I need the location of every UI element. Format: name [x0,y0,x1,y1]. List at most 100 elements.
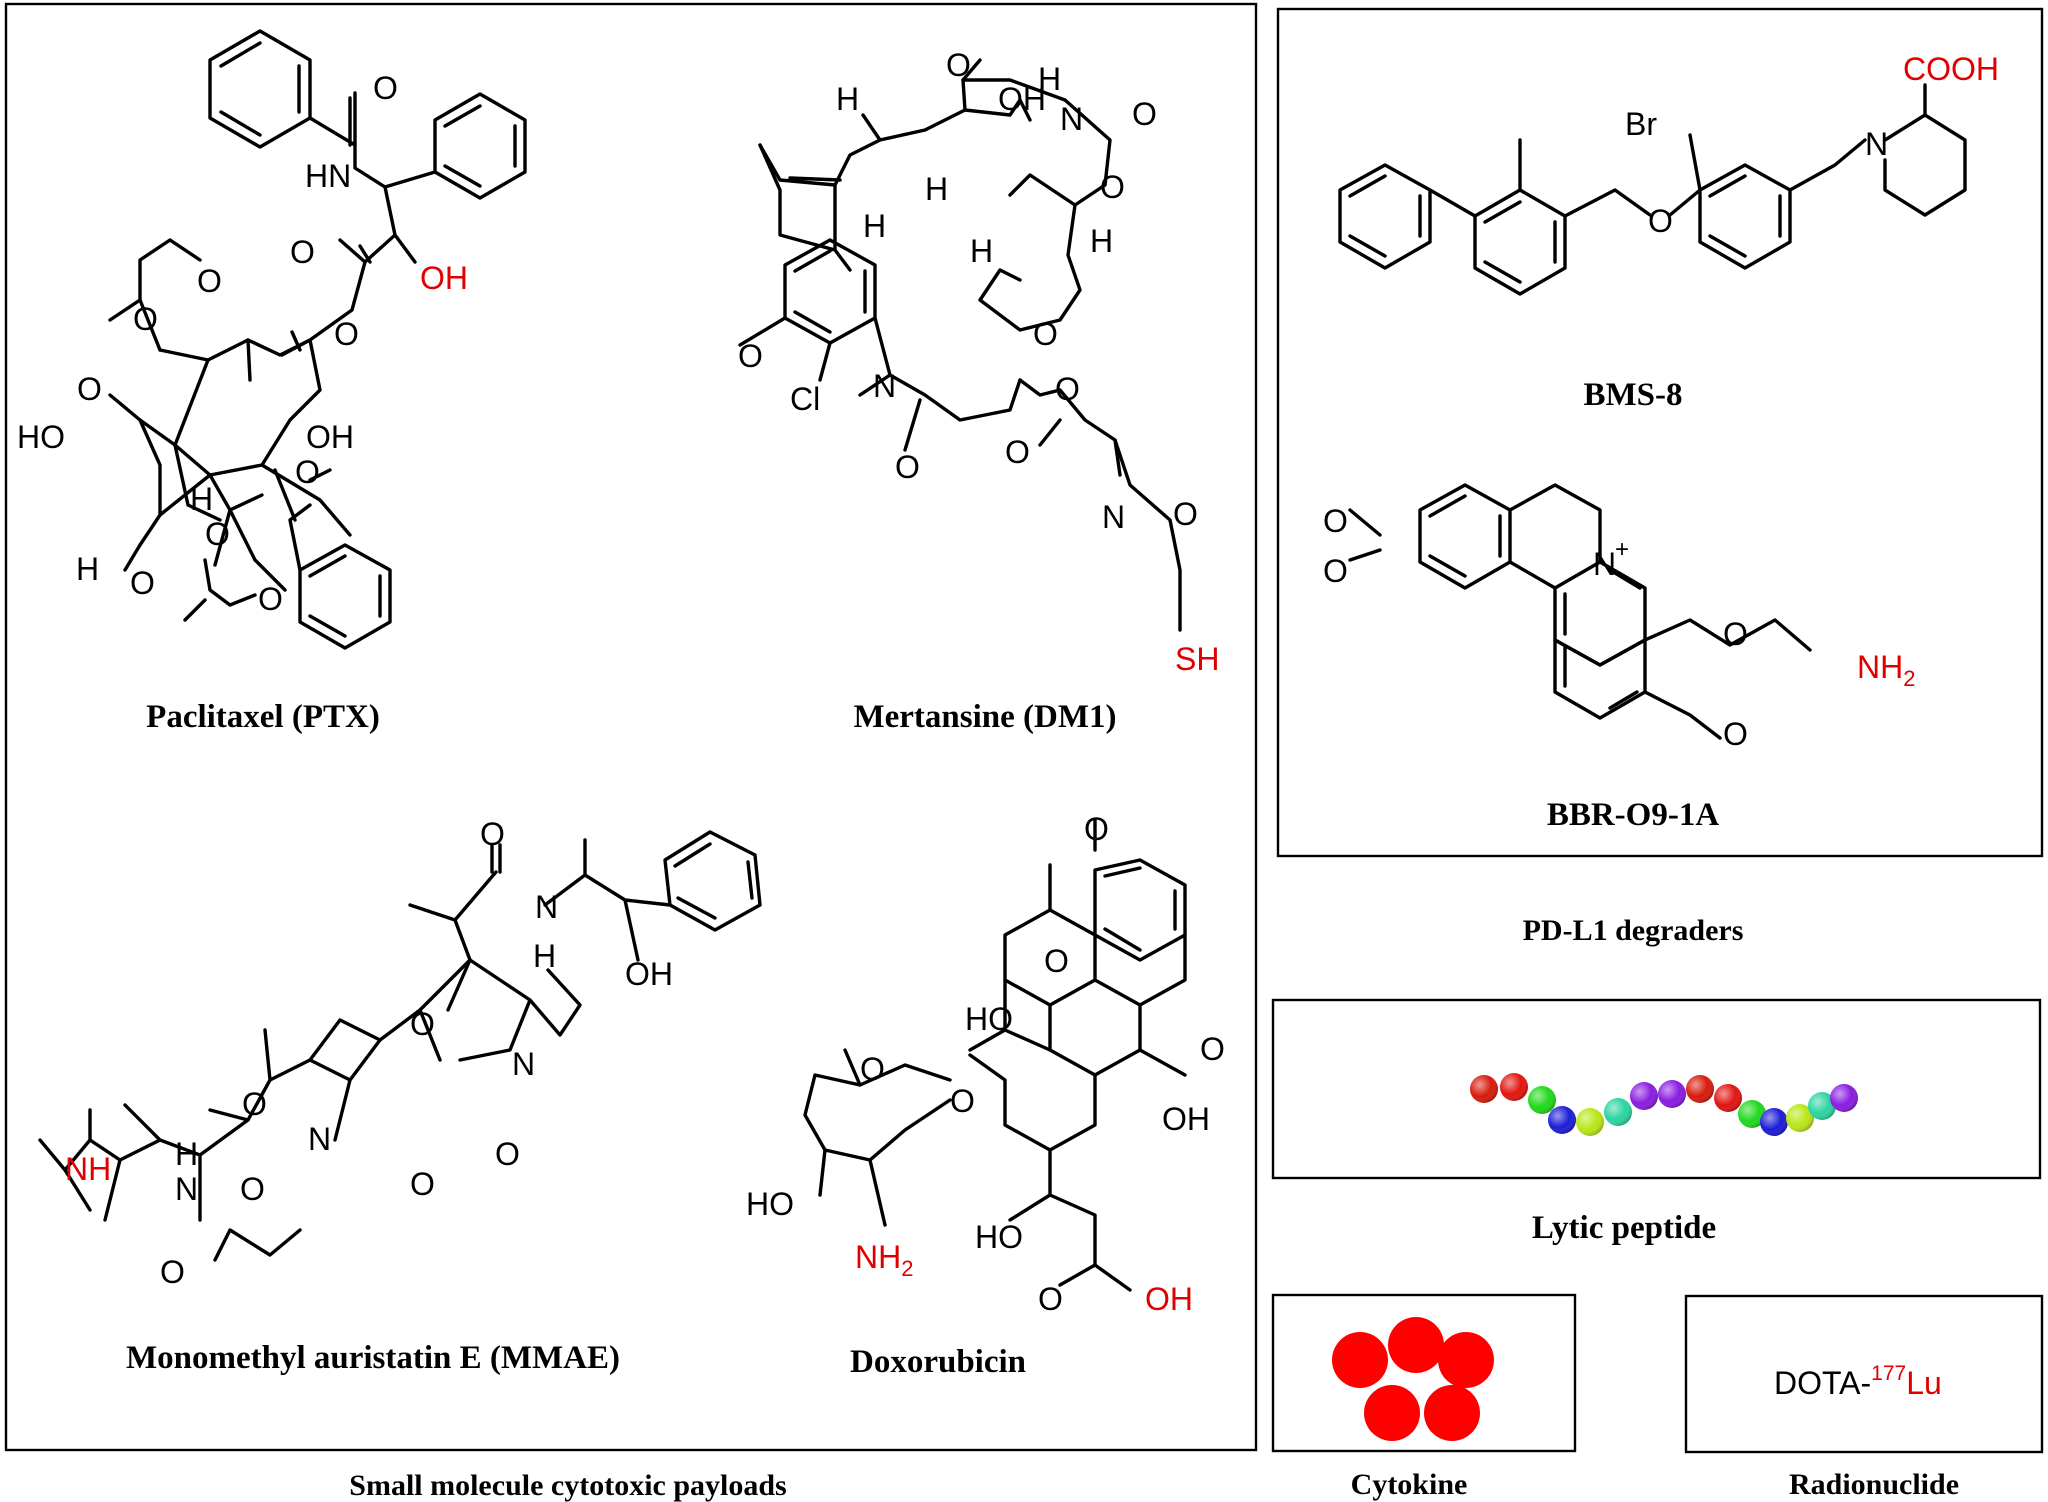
mmae-atom-n1: N [535,889,558,925]
mmae-atom-h1: H [533,938,556,974]
cytokine-dot [1332,1332,1388,1388]
bbr-atom-nh2-red: NH2 [1857,649,1915,691]
small-molecules-frame [4,2,1258,1452]
peptide-bead-shading [1830,1084,1858,1112]
peptide-bead-shading [1658,1080,1686,1108]
paclitaxel-atom-h2: H [76,551,99,587]
doxorubicin-atom-o2: O [1200,1031,1225,1067]
mmae-atom-nh-label-h: H [175,1136,198,1172]
mertansine-atom-h3: H [925,171,948,207]
bms8-atom-cooh-red: COOH [1903,51,1999,87]
mmae-atom-oh: OH [625,956,673,992]
bms8-atom-o: O [1648,203,1673,239]
lytic-peptide-chain [1470,1073,1858,1136]
doxorubicin-atom-ho2: HO [746,1186,794,1222]
mertansine-atom-o7: O [1005,434,1030,470]
radionuclide-frame [1684,1294,2044,1454]
paclitaxel-atom-o10: O [258,581,283,617]
paclitaxel-atom-hn: HN [305,158,351,194]
peptide-bead-shading [1630,1082,1658,1110]
radionuclide-caption: Radionuclide [1789,1468,1959,1501]
mertansine-atom-o-top: O [946,47,971,83]
mertansine-atom-o8: O [1173,496,1198,532]
cytokine-dot [1438,1332,1494,1388]
peptide-bead-shading [1604,1098,1632,1126]
paclitaxel-atom-o9: O [130,565,155,601]
radionuclide-symbol: Lu [1906,1365,1942,1401]
paclitaxel-atom-o6: O [77,371,102,407]
paclitaxel-atom-o5: O [334,316,359,352]
mertansine-atom-oh: OH [998,81,1046,117]
mertansine-atom-h2: H [1038,61,1061,97]
mertansine-atom-h6: H [970,233,993,269]
doxorubicin-structure [803,818,1187,1292]
paclitaxel-atom-o1: O [373,70,398,106]
bms8-atom-br: Br [1625,106,1657,142]
peptide-bead-shading [1576,1108,1604,1136]
cytokine-dot [1424,1385,1480,1441]
mmae-atom-o5: O [410,1166,435,1202]
mmae-atom-o7: O [240,1171,265,1207]
doxorubicin-atom-ho1: HO [965,1001,1013,1037]
mmae-structure [38,830,762,1262]
doxorubicin-atom-oh-red: OH [1145,1281,1193,1317]
peptide-bead-shading [1686,1075,1714,1103]
mmae-atom-n4: N [175,1171,198,1207]
mmae-caption: Monomethyl auristatin E (MMAE) [126,1340,620,1376]
bbr-atom-o1: O [1323,503,1348,539]
cytokine-caption: Cytokine [1351,1468,1468,1501]
cytokine-cluster [1332,1317,1494,1441]
bms8-caption: BMS-8 [1584,377,1683,413]
mertansine-structure [738,58,1182,632]
mertansine-atom-o1: O [1132,96,1157,132]
mmae-atom-o4: O [242,1086,267,1122]
peptide-bead-shading [1470,1075,1498,1103]
pdl1-degraders-frame [1276,7,2044,858]
mertansine-atom-o2: O [1100,169,1125,205]
doxorubicin-atom-ho3: HO [975,1219,1023,1255]
paclitaxel-atom-o8: O [205,516,230,552]
mertansine-atom-o3: O [1033,316,1058,352]
paclitaxel-structure [108,29,527,650]
mertansine-atom-h5: H [1090,223,1113,259]
mmae-atom-nh-red: NH [65,1151,111,1187]
peptide-bead-shading [1738,1100,1766,1128]
radionuclide-dota-prefix: DOTA- [1774,1365,1871,1401]
peptide-bead-shading [1760,1108,1788,1136]
mertansine-atom-o4: O [738,338,763,374]
mmae-atom-o6: O [160,1254,185,1290]
mertansine-atom-n3: N [1102,499,1125,535]
bbr-atom-plus: + [1615,536,1629,563]
lytic-peptide-frame [1271,998,2042,1180]
paclitaxel-atom-o2: O [290,234,315,270]
mertansine-caption: Mertansine (DM1) [853,699,1116,735]
doxorubicin-atom-o4: O [860,1051,885,1087]
doxorubicin-caption: Doxorubicin [850,1344,1026,1380]
bbr-atom-o3: O [1723,616,1748,652]
mertansine-atom-sh-red: SH [1175,641,1219,677]
mertansine-atom-o6: O [895,449,920,485]
mmae-atom-o3: O [495,1136,520,1172]
bbr-atom-n-plus: N [1593,546,1616,582]
radionuclide-label: DOTA-177Lu [1774,1362,1942,1401]
bbr-o9-1a-structure [1348,483,1812,740]
cytokine-dot [1388,1317,1444,1373]
paclitaxel-caption: Paclitaxel (PTX) [146,699,380,735]
bms8-atom-n: N [1865,126,1888,162]
paclitaxel-atom-ho: HO [17,419,65,455]
mmae-atom-n2: N [512,1046,535,1082]
bbr-o9-1a-caption: BBR-O9-1A [1547,797,1720,833]
doxorubicin-atom-o5: O [1038,1281,1063,1317]
mertansine-atom-cl: Cl [790,381,820,417]
doxorubicin-atom-o-top: O [1084,811,1109,847]
paclitaxel-atom-o4: O [133,301,158,337]
lytic-peptide-caption: Lytic peptide [1532,1210,1716,1246]
mertansine-atom-h4: H [863,208,886,244]
peptide-bead-shading [1528,1086,1556,1114]
paclitaxel-atom-h1: H [190,481,213,517]
doxorubicin-atom-nh2-red: NH2 [855,1239,913,1281]
paclitaxel-atom-oh: OH [306,419,354,455]
mertansine-atom-o5: O [1055,371,1080,407]
radionuclide-mass-number: 177 [1871,1362,1906,1385]
